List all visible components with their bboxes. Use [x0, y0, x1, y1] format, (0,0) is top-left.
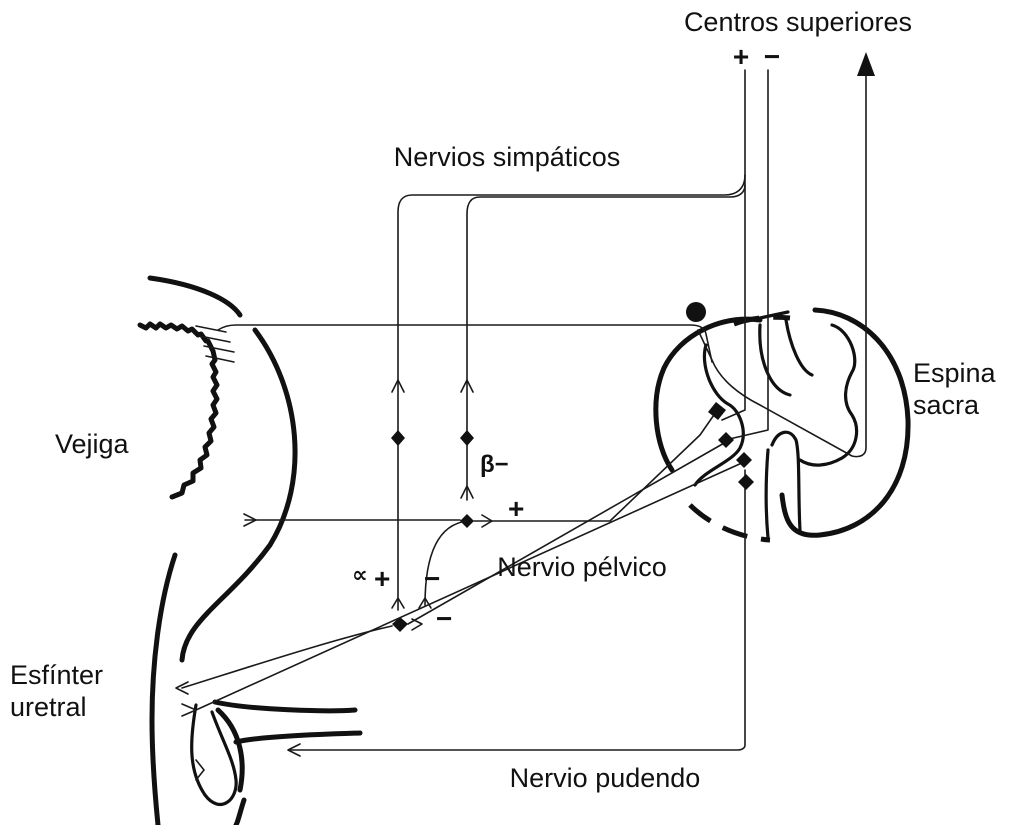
higher-inhibitory-sign: −: [764, 41, 780, 72]
descending-excitatory-fiber: [722, 70, 745, 420]
pudendal-neuron-1: [736, 452, 752, 468]
pelvic-nerve: [176, 402, 734, 694]
bladder-afferent: [218, 302, 712, 362]
bladder-label: Vejiga: [55, 429, 130, 459]
alpha-symbol: ∝: [352, 562, 368, 587]
ascending-arrowhead: [857, 52, 875, 76]
bladder-outer-wall: [182, 330, 295, 660]
alpha-excitatory-sign: +: [374, 563, 390, 594]
pudendal-neuron-2: [738, 474, 754, 490]
beta-minus-sign: β−: [480, 451, 509, 478]
dorsal-root-ganglion: [686, 302, 706, 322]
descending-inhibitory-fiber: [725, 70, 768, 440]
higher-excitatory-sign: +: [733, 41, 749, 72]
sympathetic-inhibitory-sign: −: [424, 563, 440, 594]
urethra-left-wall: [152, 555, 175, 825]
sacral-cord-label-line2: sacra: [913, 390, 980, 420]
sympathetic-nerves-label: Nervios simpáticos: [394, 142, 621, 172]
sacral-cord-label-line1: Espina: [913, 358, 997, 388]
sacral-spinal-cord: [656, 310, 908, 540]
bladder-inner-wavy-wall: [140, 324, 217, 497]
pelvic-inhibitory-sign: −: [436, 603, 452, 634]
bladder-wall: [140, 278, 360, 825]
pelvic-nerve-label: Nervio pélvico: [497, 552, 667, 582]
pelvic-preganglionic-neuron: [708, 402, 726, 420]
sphincter-label-line1: Esfínter: [10, 660, 103, 690]
detrusor-excitatory-sign: +: [508, 493, 524, 524]
pudendal-nerve-label: Nervio pudendo: [510, 763, 701, 793]
pudendal-nerve: [182, 452, 754, 780]
higher-centers-label: Centros superiores: [684, 7, 912, 37]
higher-center-fibers: [698, 52, 875, 457]
sympathetic-nerves: [391, 175, 745, 600]
sphincter-label-line2: uretral: [10, 692, 87, 722]
